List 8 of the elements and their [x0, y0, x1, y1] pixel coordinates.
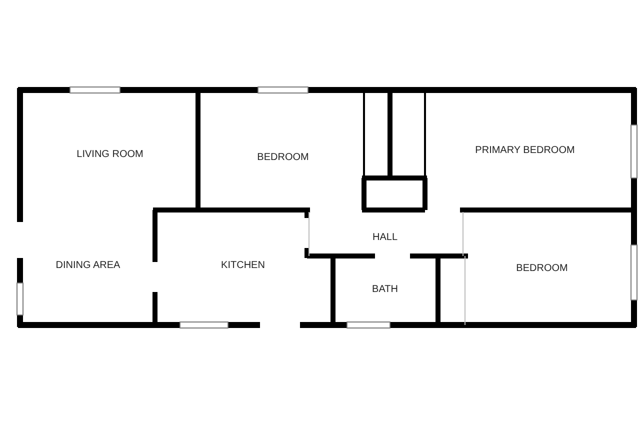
room-label: BATH	[372, 284, 398, 296]
room-label: LIVING ROOM	[76, 149, 144, 161]
room-label: PRIMARY BEDROOM	[475, 145, 575, 157]
room-label: BEDROOM	[516, 263, 568, 275]
room-label: BEDROOM	[257, 152, 309, 164]
room-label: HALL	[372, 232, 398, 244]
room-label: KITCHEN	[221, 260, 265, 272]
room-label: DINING AREA	[56, 260, 120, 272]
